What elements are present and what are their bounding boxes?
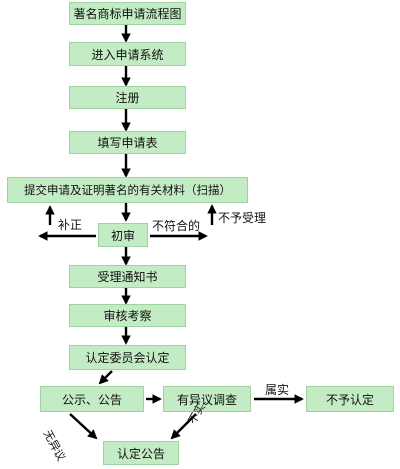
node-publicity: 公示、公告 [40,386,144,412]
label-not-accepted: 不予受理 [218,211,267,225]
node-enter-system: 进入申请系统 [69,42,186,66]
node-title: 著名商标申请流程图 [69,2,186,25]
arrow-publicity-to-announcement [69,413,98,440]
label-supplement: 补正 [58,218,83,232]
node-register: 注册 [69,86,186,109]
node-initial-review: 初审 [98,223,148,247]
arrow-objection-to-announcement [170,413,197,440]
arrow-committee-to-publicity [98,370,113,385]
node-fill-form: 填写申请表 [69,131,186,154]
node-not-recognized: 不予认定 [306,386,394,412]
label-non-compliant: 不符合的 [152,219,201,233]
node-recognition-announcement: 认定公告 [103,441,179,465]
node-objection-investigation: 有异议调查 [163,386,251,412]
label-confirmed: 属实 [265,383,290,397]
node-submit-materials: 提交申请及证明著名的有关材料（扫描） [7,177,248,203]
node-acceptance-notice: 受理通知书 [69,265,186,288]
node-audit: 审核考察 [69,304,186,327]
node-committee: 认定委员会认定 [69,345,186,370]
